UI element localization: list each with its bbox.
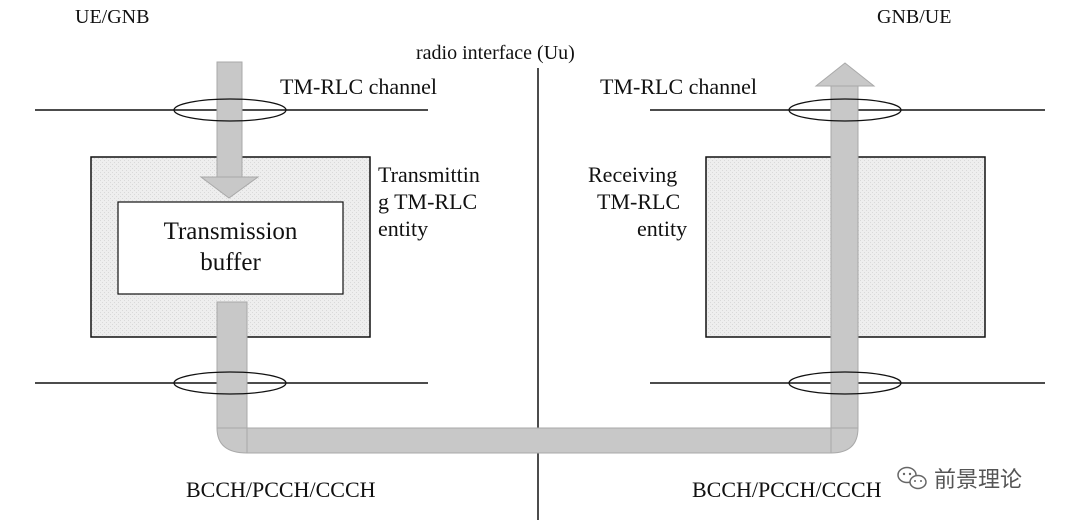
wechat-icon	[897, 466, 927, 490]
left-down-arrow-head	[199, 176, 260, 199]
left-node-label: UE/GNB	[75, 6, 150, 28]
right-top-channel-ellipse	[788, 98, 902, 122]
right-channel-top-label: TM-RLC channel	[600, 74, 758, 99]
data-path-right-elbow	[830, 427, 859, 454]
buffer-label-line1: Transmission	[163, 218, 298, 245]
right-up-arrow-head	[814, 62, 876, 87]
rx-entity-label-line3: entity	[637, 216, 688, 241]
data-path-left-elbow	[216, 427, 248, 454]
right-node-label: GNB/UE	[877, 6, 952, 28]
left-down-arrow-shaft	[216, 61, 243, 178]
left-top-channel-ellipse	[173, 98, 287, 122]
data-path-left-leg	[216, 301, 248, 429]
right-bottom-channel-ellipse	[788, 371, 902, 395]
rx-entity-label-line2: TM-RLC	[597, 189, 681, 214]
tx-entity-label-line3: entity	[378, 216, 429, 241]
right-up-arrow-shaft	[830, 84, 859, 429]
left-bottom-channels-label: BCCH/PCCH/CCCH	[186, 477, 376, 502]
rx-entity-label-line1: Receiving	[588, 162, 678, 187]
tx-entity-label-line1: Transmittin	[378, 162, 480, 187]
right-bottom-channels-label: BCCH/PCCH/CCCH	[692, 477, 882, 502]
tx-entity-label-line2: g TM-RLC	[378, 189, 478, 214]
buffer-label-line2: buffer	[200, 249, 261, 276]
left-channel-top-label: TM-RLC channel	[280, 74, 438, 99]
data-path-bottom	[246, 427, 832, 454]
watermark-text: 前景理论	[934, 468, 1023, 493]
transmission-buffer-box	[117, 201, 344, 295]
interface-label: radio interface (Uu)	[416, 42, 575, 64]
left-bottom-channel-ellipse	[173, 371, 287, 395]
